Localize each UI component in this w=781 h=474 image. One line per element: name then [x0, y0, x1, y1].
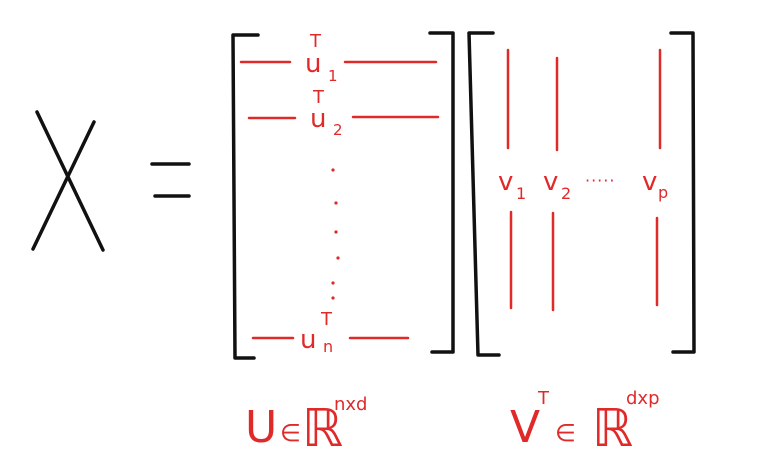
u-rown-sup: T	[320, 309, 333, 330]
equals-sign	[150, 162, 191, 198]
u-dot	[331, 168, 335, 172]
u-caption: U ∈ ℝ nxd	[245, 394, 368, 459]
u-rown-sub: n	[323, 337, 333, 356]
u-dot	[331, 281, 335, 285]
matrix-u-rows: u 1 T u 2 T u n T	[239, 31, 440, 356]
vt-caption-set: ℝ	[592, 399, 633, 459]
vt-caption: V T ∈ ℝ dxp	[510, 388, 660, 459]
vt-left-bracket	[467, 31, 501, 357]
u-vertical-ellipsis	[331, 168, 340, 300]
u-row2-base: u	[310, 104, 326, 134]
u-left-bracket	[231, 33, 260, 360]
u-dot	[334, 201, 338, 205]
x-stroke-1	[35, 110, 105, 252]
vt-col1-sub: 1	[516, 184, 526, 203]
vt-col2-base: v	[543, 167, 558, 197]
u-caption-in: ∈	[280, 419, 301, 447]
u-row2-sup: T	[312, 87, 325, 108]
vt-col1-base: v	[498, 167, 513, 197]
lhs-x-symbol	[31, 110, 105, 252]
vt-caption-in: ∈	[555, 419, 576, 447]
u-row1-sup: T	[309, 31, 322, 52]
u-row1-sub: 1	[328, 67, 338, 85]
u-dot	[331, 296, 335, 300]
u-caption-set: ℝ	[302, 399, 343, 459]
u-caption-sup: nxd	[334, 394, 368, 415]
u-rown-base: u	[300, 325, 316, 355]
matrix-vt-brackets	[467, 31, 696, 357]
vt-colp-sub: p	[658, 183, 668, 202]
vt-colp-base: v	[642, 167, 657, 197]
u-dot	[334, 230, 338, 234]
vt-caption-sup: dxp	[626, 388, 660, 409]
u-row2-sub: 2	[333, 121, 343, 139]
vt-horizontal-ellipsis: ·····	[585, 171, 615, 190]
matrix-u-brackets	[231, 31, 455, 360]
vt-col2-sub: 2	[561, 184, 571, 203]
matrix-vt-columns: v 1 v 2 ····· v p	[498, 48, 668, 312]
x-stroke-2	[31, 120, 96, 251]
vt-caption-lhs-sup: T	[537, 388, 550, 409]
vt-right-bracket	[669, 31, 696, 354]
u-right-bracket	[428, 31, 455, 354]
u-row1-base: u	[305, 49, 321, 79]
u-caption-lhs: U	[245, 402, 277, 453]
vt-caption-lhs: V	[510, 402, 540, 453]
u-dot	[336, 256, 340, 260]
